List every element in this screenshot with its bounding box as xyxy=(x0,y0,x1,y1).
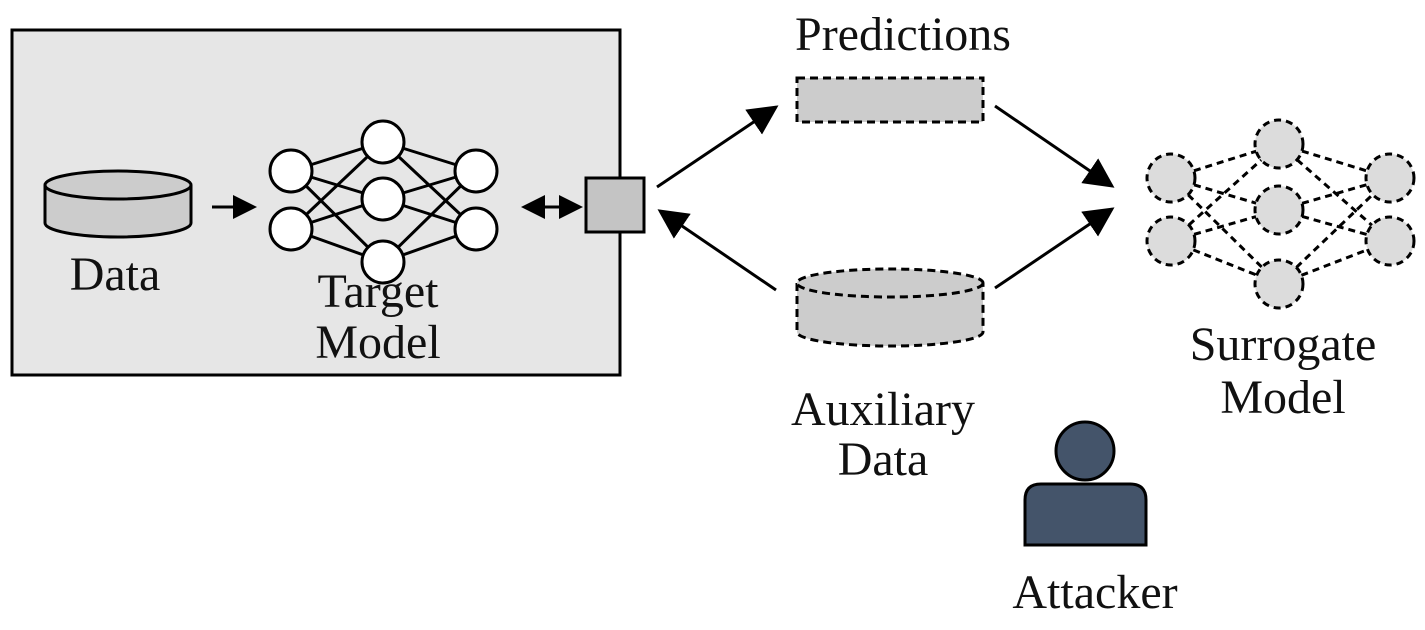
target-network-node xyxy=(453,148,499,194)
auxiliary-data-label-line2: Data xyxy=(838,433,929,486)
target-network-node xyxy=(360,119,406,165)
target-network-node xyxy=(360,239,406,285)
target-network-node xyxy=(360,176,406,222)
auxiliary-to-api-arrow xyxy=(657,209,777,292)
auxiliary-database-icon xyxy=(795,267,985,348)
target-network-node xyxy=(268,148,314,194)
predictions-box xyxy=(795,76,985,124)
target-model-label-line2: Model xyxy=(315,316,440,369)
surrogate-network-node xyxy=(1253,184,1305,236)
surrogate-network-node xyxy=(1364,215,1416,267)
database-cylinder-icon xyxy=(43,169,193,239)
target-network-node xyxy=(268,206,314,252)
surrogate-network-node xyxy=(1253,258,1305,310)
surrogate-neural-network-icon xyxy=(1145,118,1416,310)
auxiliary-data-label-line1: Auxiliary xyxy=(791,383,975,436)
person-icon xyxy=(1023,420,1148,547)
api-interface-box xyxy=(584,176,646,234)
predictions-to-surrogate-arrow xyxy=(994,104,1115,188)
target-neural-network-icon xyxy=(268,119,499,285)
surrogate-network-node xyxy=(1145,215,1197,267)
api-to-predictions-arrow xyxy=(656,105,779,189)
surrogate-network-edge xyxy=(1277,176,1392,286)
surrogate-network-node xyxy=(1253,118,1305,170)
surrogate-network-node xyxy=(1364,152,1416,204)
data-label: Data xyxy=(70,248,161,301)
surrogate-model-label-line1: Surrogate xyxy=(1190,318,1377,371)
attacker-label: Attacker xyxy=(1012,566,1177,619)
surrogate-network-node xyxy=(1145,152,1197,204)
target-network-node xyxy=(453,206,499,252)
auxiliary-to-surrogate-arrow xyxy=(994,207,1115,290)
predictions-label: Predictions xyxy=(795,8,1011,61)
target-model-label-line1: Target xyxy=(317,265,439,318)
surrogate-model-label-line2: Model xyxy=(1220,371,1345,424)
